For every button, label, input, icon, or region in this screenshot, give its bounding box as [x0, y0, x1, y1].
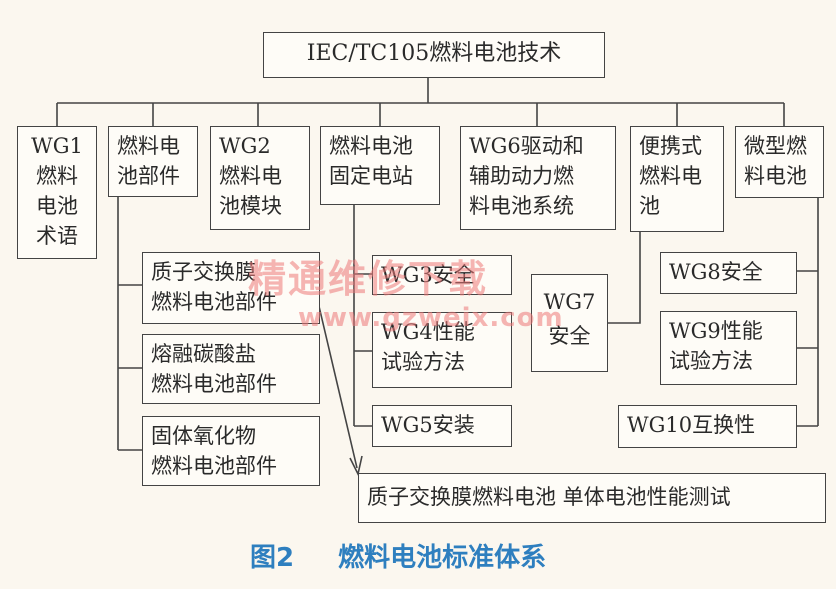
node-wg10: WG10互换性 — [618, 405, 797, 448]
node-pem-single-cell-test: 质子交换膜燃料电池 单体电池性能测试 — [358, 473, 826, 523]
node-portable: 便携式 燃料电 池 — [630, 126, 724, 232]
figure-title: 燃料电池标准体系 — [338, 543, 547, 573]
node-wg7: WG7 安全 — [531, 274, 608, 372]
node-mcfc-components: 熔融碳酸盐 燃料电池部件 — [142, 334, 320, 404]
portable-to-wg7 — [608, 232, 641, 324]
root-node: IEC/TC105燃料电池技术 — [263, 32, 605, 78]
figure-caption: 图2 燃料电池标准体系 — [250, 537, 546, 574]
watermark-url: www.gzweix.com — [298, 303, 564, 333]
node-sofc-components: 固体氧化物 燃料电池部件 — [142, 416, 320, 486]
watermark-text: 精通维修下载 — [248, 257, 489, 301]
pem-arrow-line — [317, 301, 358, 469]
node-stationary-power: 燃料电池 固定电站 — [320, 126, 440, 205]
node-pem-components: 质子交换膜 燃料电池部件 — [142, 252, 320, 324]
node-micro: 微型燃 料电池 — [735, 126, 824, 198]
node-wg2: WG2 燃料电 池模块 — [210, 126, 310, 230]
node-wg9: WG9性能 试验方法 — [660, 311, 797, 385]
node-wg5: WG5安装 — [372, 405, 512, 447]
node-wg1: WG1 燃料 电池 术语 — [17, 126, 97, 259]
node-wg3: WG3安全 — [372, 255, 512, 295]
node-wg8: WG8安全 — [660, 252, 797, 294]
figure-number: 图2 — [250, 543, 295, 573]
node-wg4: WG4性能 试验方法 — [372, 312, 512, 388]
node-fuel-cell-components: 燃料电 池部件 — [108, 126, 198, 197]
node-wg6: WG6驱动和 辅助动力燃 料电池系统 — [460, 126, 616, 230]
